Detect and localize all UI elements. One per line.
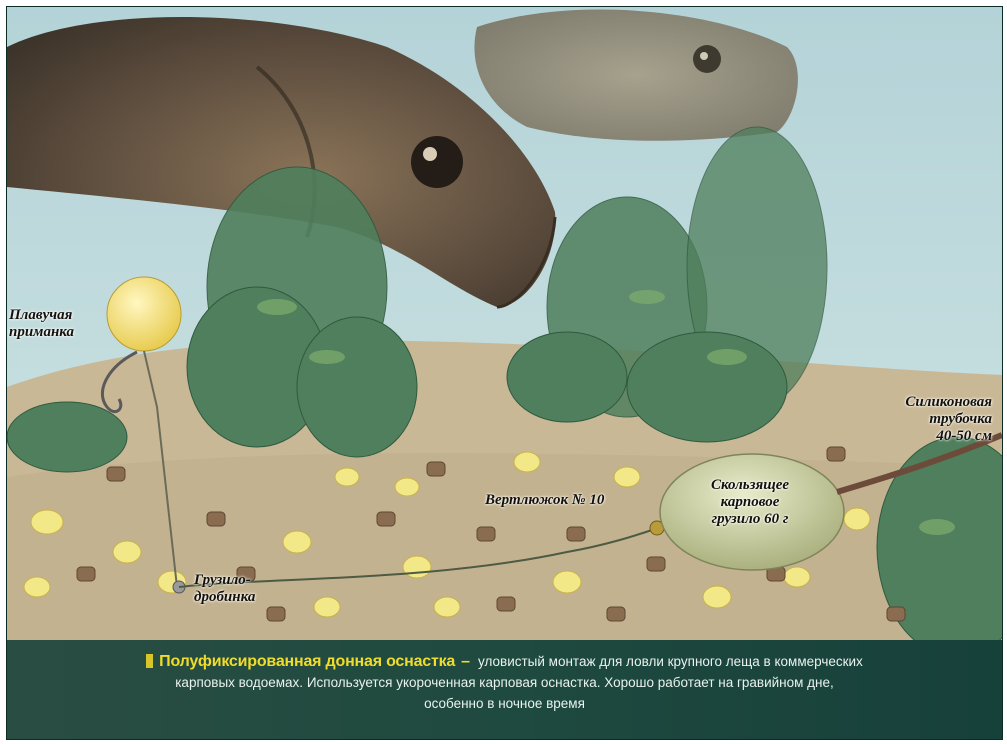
label-line: грузило 60 г xyxy=(685,511,815,528)
fishing-rig-scene xyxy=(7,7,1002,640)
caption-marker-icon xyxy=(146,654,153,668)
label-line: Скользящее xyxy=(685,477,815,494)
label-line: Плавучая xyxy=(9,307,74,324)
label-line: трубочка xyxy=(862,411,992,428)
label-split-shot: Грузило- дробинка xyxy=(194,572,255,606)
label-line: карповое xyxy=(685,494,815,511)
label-line: Вертлюжок № 10 xyxy=(485,492,604,509)
label-sliding-sinker: Скользящее карповое грузило 60 г xyxy=(685,477,815,528)
caption-text: карповых водоемах. Используется укорочен… xyxy=(7,672,1002,693)
caption-row: Полуфиксированная донная оснастка–уловис… xyxy=(7,651,1002,672)
caption-panel: Полуфиксированная донная оснастка–уловис… xyxy=(7,640,1002,739)
label-line: приманка xyxy=(9,324,74,341)
caption-text: особенно в ночное время xyxy=(7,693,1002,714)
caption-text: уловистый монтаж для ловли крупного леща… xyxy=(478,654,863,669)
caption-title: Полуфиксированная донная оснастка xyxy=(159,653,455,670)
label-floating-bait: Плавучая приманка xyxy=(9,307,74,341)
label-line: Силиконовая xyxy=(862,394,992,411)
label-silicone-tube: Силиконовая трубочка 40-50 см xyxy=(862,394,992,445)
caption-dash: – xyxy=(461,653,470,670)
floating-bait-ball xyxy=(107,277,181,351)
label-line: Грузило- xyxy=(194,572,255,589)
label-line: дробинка xyxy=(194,589,255,606)
label-swivel: Вертлюжок № 10 xyxy=(485,492,604,509)
illustration-frame: Плавучая приманка Силиконовая трубочка 4… xyxy=(6,6,1003,740)
label-line: 40-50 см xyxy=(862,428,992,445)
